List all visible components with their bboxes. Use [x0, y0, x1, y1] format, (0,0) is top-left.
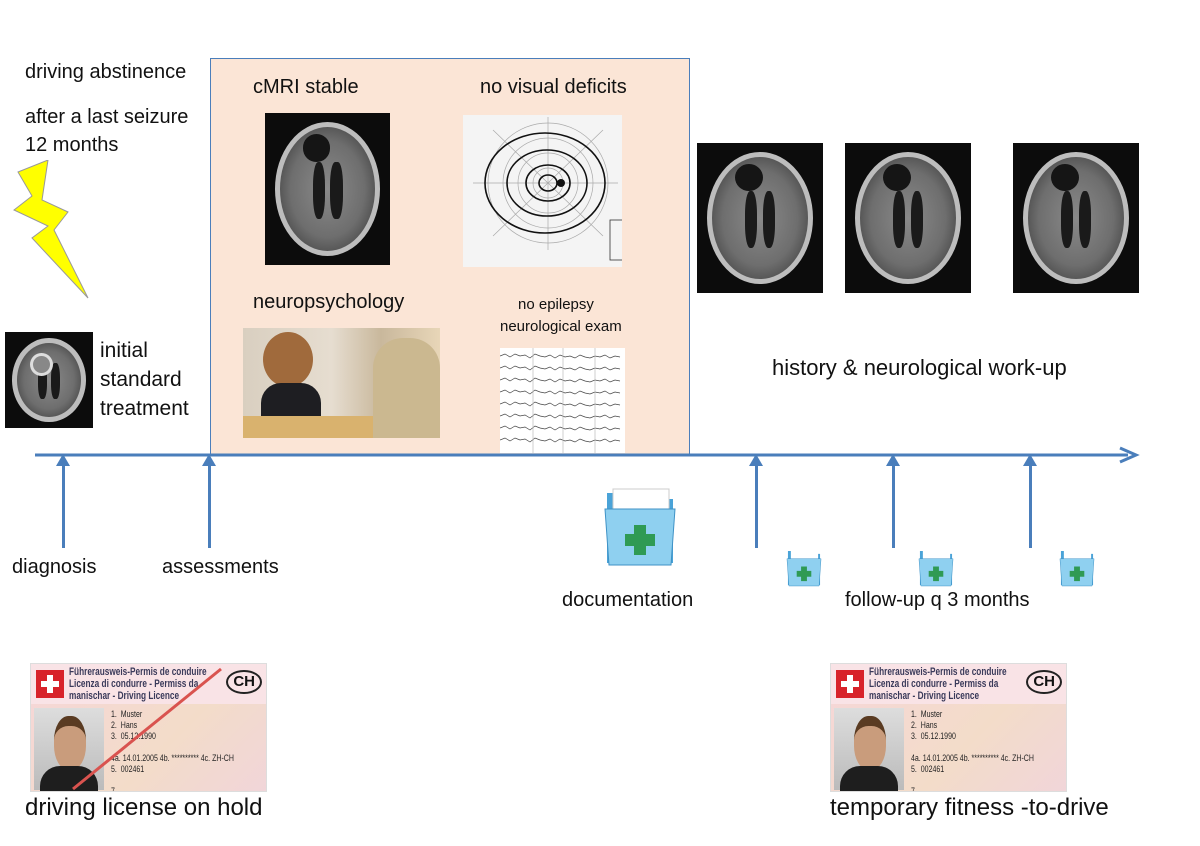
neuropsych-label: neuropsychology — [253, 291, 405, 313]
initial-mri-image — [5, 332, 93, 428]
strike-line — [72, 667, 222, 791]
eeg-trace — [500, 348, 625, 453]
fitness-label: temporary fitness -to-drive — [830, 794, 1109, 821]
license-photo — [834, 708, 904, 791]
followup-label: follow-up q 3 months — [845, 589, 1030, 611]
country-badge: CH — [226, 670, 262, 694]
followup-mri-image — [845, 143, 971, 293]
epilepsy-label: no epilepsy — [518, 296, 594, 313]
country-badge: CH — [1026, 670, 1062, 694]
followup-arrow — [886, 454, 900, 548]
license-fields: 1. Muster 2. Hans 3. 05.12.1990 4a. 14.0… — [111, 709, 234, 792]
assessments-arrow — [202, 454, 216, 548]
abstinence-text: driving abstinence — [25, 61, 187, 83]
followup-arrow — [1023, 454, 1037, 548]
visual-field-chart — [463, 115, 622, 267]
mri-label: cMRI stable — [253, 76, 359, 98]
lightning-icon — [13, 160, 89, 299]
neuro-exam-label: neurological exam — [500, 318, 622, 335]
followup-mri-image — [697, 143, 823, 293]
medical-folder-icon — [786, 549, 822, 587]
mri-image — [265, 113, 390, 265]
treatment-line: initial — [100, 339, 148, 362]
on-hold-label: driving license on hold — [25, 794, 263, 821]
seizure-text-1: after a last seizure — [25, 106, 189, 128]
seizure-text-2: 12 months — [25, 134, 119, 156]
visual-label: no visual deficits — [480, 76, 627, 98]
medical-folder-icon — [604, 488, 676, 566]
treatment-line: treatment — [100, 397, 189, 420]
treatment-line: standard — [100, 368, 182, 391]
treatment-text: initial standard treatment — [100, 336, 189, 423]
documentation-label: documentation — [562, 589, 694, 611]
diagnosis-arrow — [56, 454, 70, 548]
swiss-flag-icon — [836, 670, 864, 698]
timeline-axis — [35, 446, 1140, 464]
swiss-flag-icon — [36, 670, 64, 698]
medical-folder-icon — [1059, 549, 1095, 587]
workup-label: history & neurological work-up — [772, 355, 1067, 380]
diagnosis-label: diagnosis — [12, 556, 97, 578]
assessments-label: assessments — [162, 556, 279, 578]
license-fields: 1. Muster 2. Hans 3. 05.12.1990 4a. 14.0… — [911, 709, 1034, 792]
followup-arrow — [749, 454, 763, 548]
neuropsychology-photo — [243, 328, 440, 438]
followup-mri-image — [1013, 143, 1139, 293]
license-photo — [34, 708, 104, 791]
medical-folder-icon — [918, 549, 954, 587]
